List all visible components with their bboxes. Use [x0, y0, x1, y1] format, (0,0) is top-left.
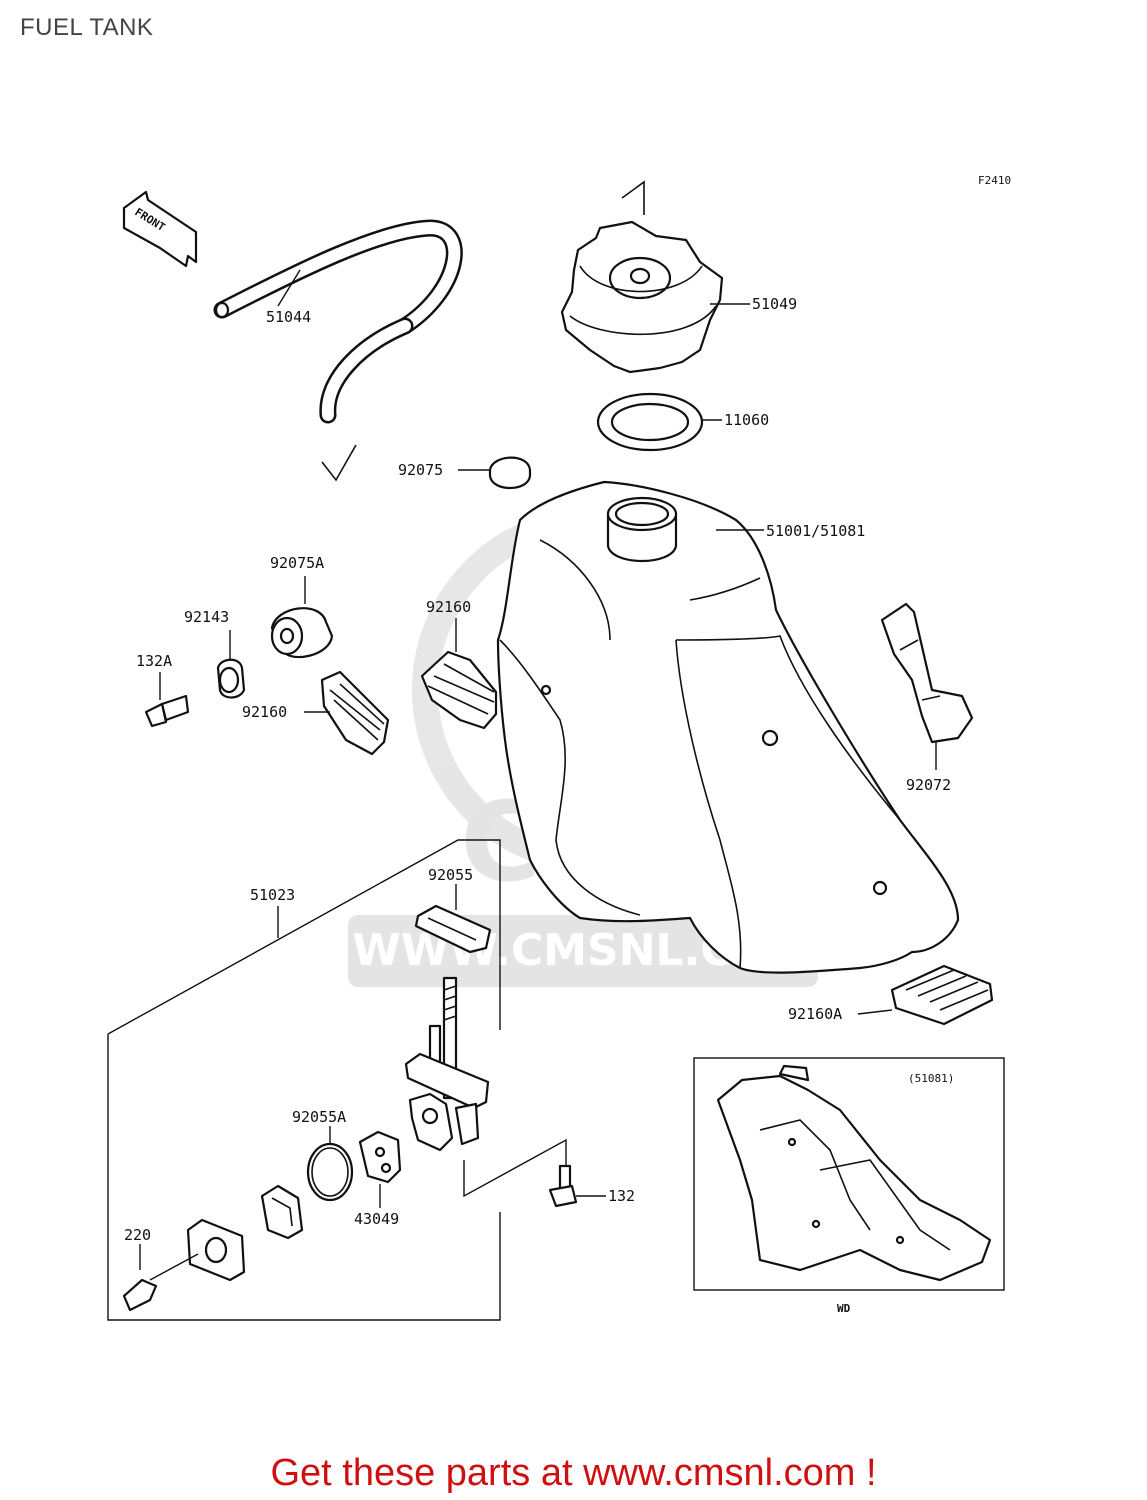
label-132: 132 [608, 1187, 635, 1205]
label-43049: 43049 [354, 1210, 399, 1228]
tap-plate-and-screw [122, 1218, 246, 1312]
variant-box: (51081) [693, 1057, 1005, 1291]
label-51023: 51023 [250, 886, 295, 904]
label-51044: 51044 [266, 308, 311, 326]
fuel-cap [560, 220, 724, 374]
tank-strap [880, 602, 974, 744]
front-arrow-icon: FRONT [122, 190, 198, 268]
bolt-132a [144, 694, 190, 728]
damper-92075a [270, 607, 334, 659]
bolt-132 [548, 1164, 578, 1208]
plate-43049 [358, 1130, 402, 1184]
gasket-92055 [414, 904, 492, 954]
fuel-tap [404, 976, 490, 1152]
label-51001-51081: 51001/51081 [766, 522, 865, 540]
label-220: 220 [124, 1226, 151, 1244]
fuel-tank [496, 480, 960, 974]
label-92055: 92055 [428, 866, 473, 884]
parts-diagram: WWW.CMSNL.COM CMS F2410 FRONT 51044 5104… [107, 174, 1011, 1321]
label-92143: 92143 [184, 608, 229, 626]
pad-92160a [890, 964, 994, 1026]
variant-box-label: (51081) [908, 1072, 954, 1085]
figure-code: F2410 [978, 174, 1011, 187]
label-92075a: 92075A [270, 554, 324, 572]
fuel-tap-assembly-outline [107, 839, 567, 1321]
fuel-hose [213, 219, 463, 424]
cap-gasket [596, 392, 704, 452]
cta-link[interactable]: Get these parts at www.cmsnl.com ! [270, 1452, 877, 1494]
label-51049: 51049 [752, 295, 797, 313]
label-92072: 92072 [906, 776, 951, 794]
tap-lever [260, 1184, 304, 1240]
label-92160a: 92160A [788, 1005, 842, 1023]
o-ring [306, 1142, 354, 1202]
label-11060: 11060 [724, 411, 769, 429]
variant-model: WD [837, 1302, 851, 1315]
rubber-cap [488, 456, 532, 489]
label-92160-center: 92160 [426, 598, 471, 616]
label-92160-left: 92160 [242, 703, 287, 721]
label-92055a: 92055A [292, 1108, 346, 1126]
pad-92160-left [320, 670, 390, 756]
collar-92143 [216, 658, 246, 699]
label-132a: 132A [136, 652, 172, 670]
pad-92160-center [420, 650, 498, 730]
page-title: FUEL TANK [20, 14, 154, 41]
label-92075: 92075 [398, 461, 443, 479]
